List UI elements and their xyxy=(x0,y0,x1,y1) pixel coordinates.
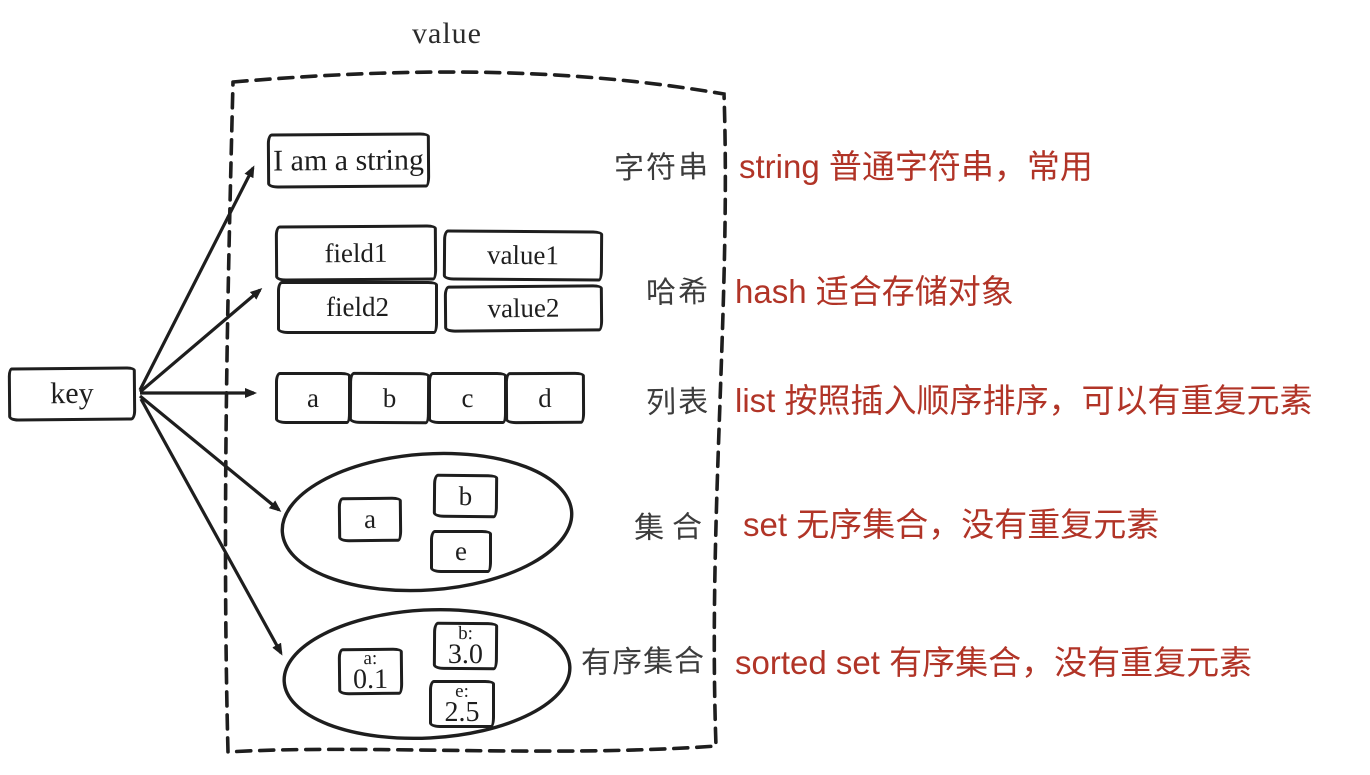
sorted-set-member-e: e: xyxy=(455,680,469,702)
arrow-key-to-set xyxy=(138,394,282,512)
list-item-b: b xyxy=(382,382,397,413)
list-item-c: c xyxy=(461,382,474,413)
set-member-box: e xyxy=(430,530,492,573)
row-label-set: 集合 xyxy=(633,510,711,546)
row-label-sorted-set: 有序集合 xyxy=(580,644,706,680)
value-boundary-dashed-box xyxy=(223,70,728,754)
value-region-title: value xyxy=(412,17,482,50)
hash-value1: value1 xyxy=(486,239,560,271)
hash-field2-box: field2 xyxy=(277,281,438,334)
row-label-hash: 哈希 xyxy=(645,275,711,310)
set-member-box: a xyxy=(337,496,403,543)
sorted-set-score-b: 3.0 xyxy=(447,638,484,670)
list-item-d: d xyxy=(538,382,552,413)
hash-value2: value2 xyxy=(487,292,560,324)
hash-field1-box: field1 xyxy=(274,224,438,282)
arrow-key-to-string xyxy=(138,165,255,391)
annotation-set: set 无序集合，没有重复元素 xyxy=(743,506,1160,543)
annotation-hash: hash 适合存储对象 xyxy=(735,273,1014,310)
set-member-a: a xyxy=(363,503,377,535)
row-label-string: 字符串 xyxy=(613,150,711,186)
key-box: key xyxy=(7,366,137,422)
list-item-a: a xyxy=(307,382,319,413)
annotation-list: list 按照插入顺序排序，可以有重复元素 xyxy=(735,382,1313,419)
hash-field1: field1 xyxy=(324,237,388,268)
hash-field2: field2 xyxy=(326,292,389,322)
sorted-set-score-e: 2.5 xyxy=(444,696,480,728)
sorted-set-member-box: b: 3.0 xyxy=(432,621,499,671)
string-value: I am a string xyxy=(272,142,425,178)
sorted-set-member-box: a: 0.1 xyxy=(337,647,404,696)
list-cell: c xyxy=(428,372,507,424)
annotation-sorted-set: sorted set 有序集合，没有重复元素 xyxy=(735,644,1253,681)
sorted-set-member-box: e: 2.5 xyxy=(429,680,495,728)
set-member-b: b xyxy=(458,480,473,511)
sorted-set-score-a: 0.1 xyxy=(352,663,389,696)
arrow-key-to-hash xyxy=(138,288,263,394)
list-cell: a xyxy=(275,372,351,424)
key-label: key xyxy=(50,376,94,411)
set-ellipse xyxy=(280,451,574,593)
list-cell: b xyxy=(348,371,431,425)
set-member-e: e xyxy=(455,536,467,566)
row-label-list: 列表 xyxy=(645,385,711,420)
arrow-key-to-sorted-set xyxy=(139,398,283,656)
sorted-set-ellipse xyxy=(282,607,572,741)
string-value-box: I am a string xyxy=(266,132,431,189)
set-member-box: b xyxy=(432,473,499,519)
annotation-string: string 普通字符串，常用 xyxy=(739,148,1093,185)
